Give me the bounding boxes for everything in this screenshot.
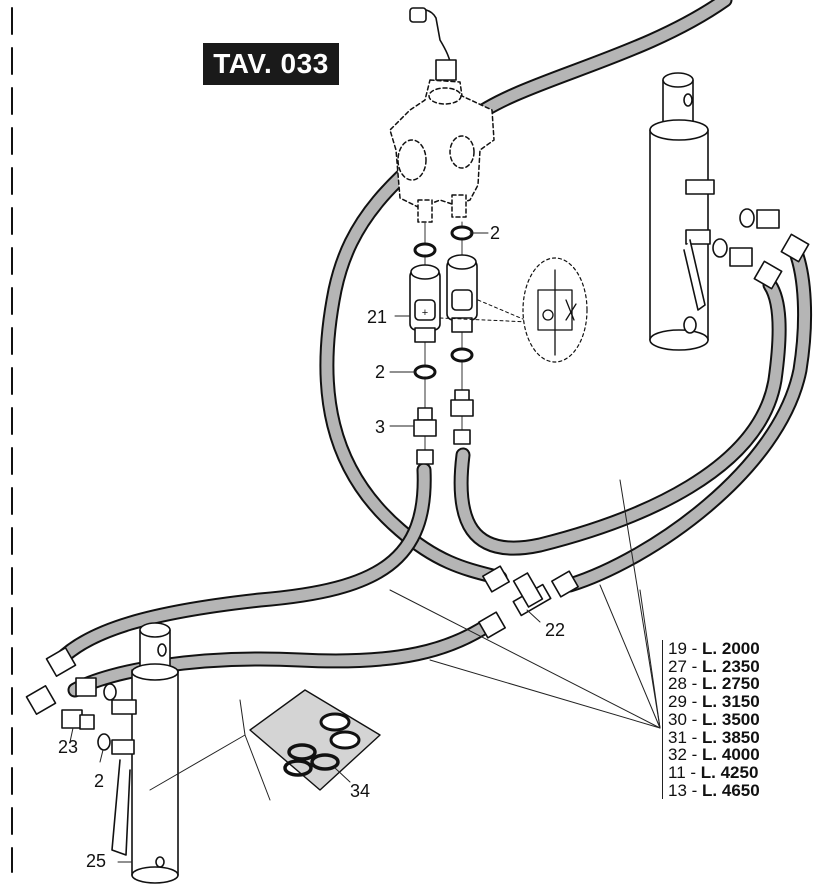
detail-leader	[477, 299, 531, 323]
oring-left-mid	[413, 364, 437, 380]
cylinder-right	[649, 72, 715, 351]
legend-row: 31 - L. 3850	[668, 727, 760, 747]
legend-row: 32 - L. 4000	[668, 745, 760, 765]
hose-left-upper	[52, 462, 432, 668]
hose-right-loop	[453, 277, 787, 556]
legend-row: 13 - L. 4650	[668, 780, 760, 800]
fitting-3	[413, 407, 437, 465]
tee-fitting-22	[478, 565, 579, 639]
top-elbow-fitting	[409, 7, 457, 81]
callout-23: 23	[58, 737, 79, 757]
oring-left-top	[413, 242, 437, 258]
callout-25: 25	[86, 851, 107, 871]
check-valve-right	[446, 254, 478, 333]
legend-row: 11 - L. 4250	[668, 762, 759, 782]
callout-2-top: 2	[490, 223, 501, 243]
callout-21: 21	[367, 307, 388, 327]
legend-row: 30 - L. 3500	[668, 709, 760, 729]
seal-kit-34	[249, 689, 381, 791]
page-title: TAV. 033	[203, 43, 339, 85]
oring-right-top	[450, 225, 474, 241]
svg-text:+: +	[422, 307, 428, 319]
oring-right-mid	[450, 347, 474, 363]
fitting-right-stack	[450, 389, 474, 445]
legend-row: 28 - L. 2750	[668, 674, 760, 694]
hose-long-top	[319, 0, 733, 586]
hose-left-lower	[67, 617, 496, 698]
check-valve-left: +	[409, 264, 441, 343]
callout-3: 3	[375, 417, 386, 437]
right-fittings	[712, 208, 810, 290]
hose-length-legend: 19 - L. 2000 27 - L. 2350 28 - L. 2750 2…	[662, 639, 828, 800]
legend-row: 19 - L. 2000	[668, 639, 760, 658]
check-restrictor-symbol	[537, 269, 577, 356]
legend-row: 29 - L. 3150	[668, 692, 760, 712]
leader-lines	[69, 232, 661, 863]
callout-34: 34	[350, 781, 371, 801]
control-valve-dashed	[389, 79, 495, 223]
cylinder-left	[111, 622, 179, 884]
callout-2-mid: 2	[375, 362, 386, 382]
callout-22: 22	[545, 620, 566, 640]
hose-right-lower	[562, 242, 813, 593]
legend-row: 27 - L. 2350	[668, 656, 760, 676]
callout-2-bottom: 2	[94, 771, 105, 791]
left-fittings	[25, 647, 117, 751]
